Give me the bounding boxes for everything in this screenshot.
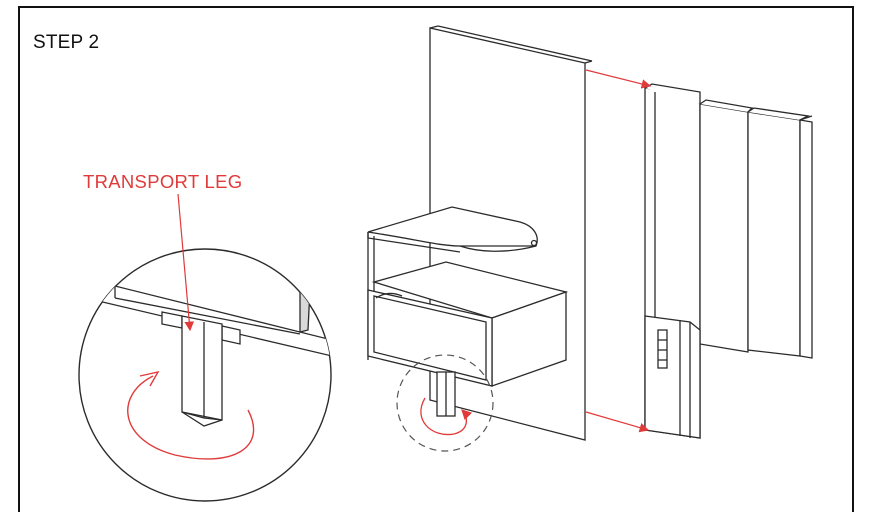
- diagram-frame: [18, 6, 854, 512]
- small-rotation-arrow: [420, 397, 473, 436]
- connector-arrow-top: [585, 69, 652, 89]
- connector-arrow-bottom: [585, 411, 650, 433]
- step-title: STEP 2: [33, 32, 100, 53]
- detail-marker-circle: [396, 354, 494, 452]
- detail-zoom-view: [78, 248, 332, 502]
- callout-leader-line: [177, 193, 195, 332]
- transport-leg-label: TRANSPORT LEG: [83, 171, 243, 192]
- headboard-panels: [644, 83, 813, 439]
- bedside-table: [367, 206, 569, 417]
